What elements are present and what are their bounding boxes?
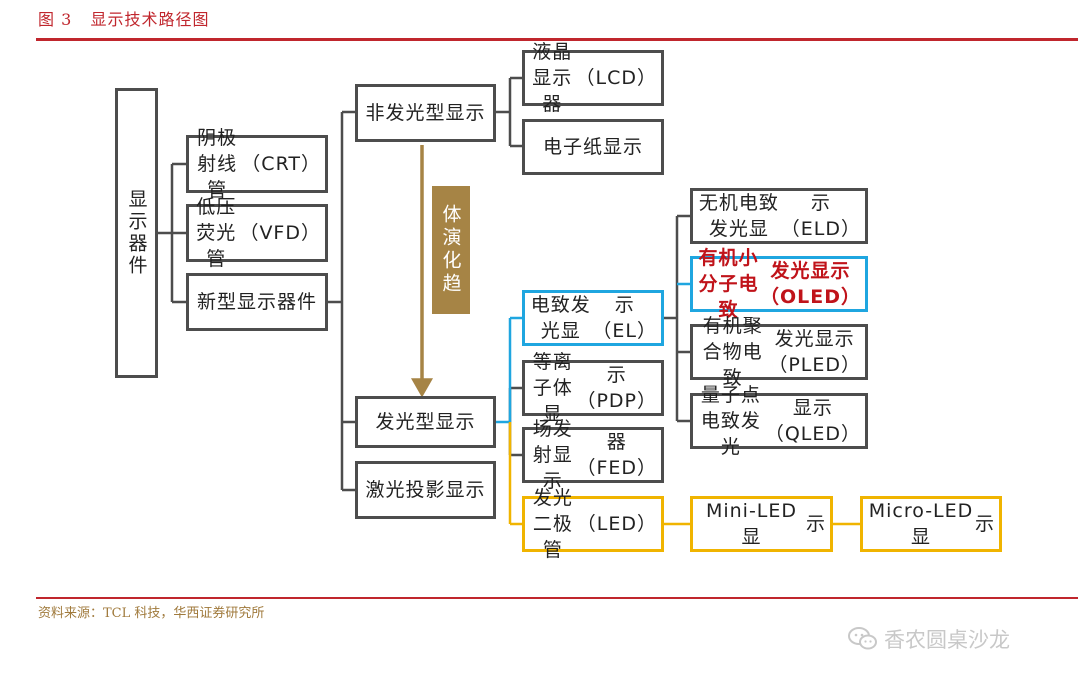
node-emissive-display: 发光型显示 bbox=[355, 396, 496, 448]
node-fed: 场发射显示器（FED） bbox=[522, 418, 664, 492]
node-vfd: 低压荧光管（VFD） bbox=[186, 196, 328, 270]
node-pled: 有机聚合物电致发光显示（PLED） bbox=[690, 315, 868, 389]
watermark: 香农圆桌沙龙 bbox=[848, 624, 1010, 654]
source-rule bbox=[36, 597, 1078, 599]
node-lcd: 液晶显示器（LCD） bbox=[522, 41, 664, 115]
node-qled: 量子点电致发光显示（QLED） bbox=[690, 384, 868, 458]
watermark-text: 香农圆桌沙龙 bbox=[884, 628, 1010, 652]
node-led: 发光二极管（LED） bbox=[522, 487, 664, 561]
node-electroluminescent: 电致发光显示（EL） bbox=[522, 290, 664, 346]
figure-title: 图 3 显示技术路径图 bbox=[38, 10, 210, 29]
node-micro-led: Micro-LED显示 bbox=[860, 496, 1002, 552]
node-pdp: 等离子体显示（PDP） bbox=[522, 351, 664, 425]
node-non-emissive-display: 非发光型显示 bbox=[355, 84, 496, 142]
node-new-display-devices: 新型显示器件 bbox=[186, 273, 328, 331]
evolution-trend-label: 体演化趋 bbox=[432, 186, 470, 314]
wechat-icon bbox=[848, 627, 877, 650]
title-rule bbox=[36, 38, 1078, 41]
node-mini-led: Mini-LED显示 bbox=[690, 496, 833, 552]
node-display-devices: 显示器件 bbox=[115, 88, 158, 378]
node-crt: 阴极射线管（CRT） bbox=[186, 127, 328, 201]
node-electronic-paper: 电子纸显示 bbox=[522, 119, 664, 175]
node-laser-projection: 激光投影显示 bbox=[355, 461, 496, 519]
node-eld: 无机电致发光显示（ELD） bbox=[690, 188, 868, 244]
node-oled: 有机小分子电致发光显示（OLED） bbox=[690, 247, 868, 321]
source-note: 资料来源：TCL 科技，华西证券研究所 bbox=[38, 606, 265, 621]
